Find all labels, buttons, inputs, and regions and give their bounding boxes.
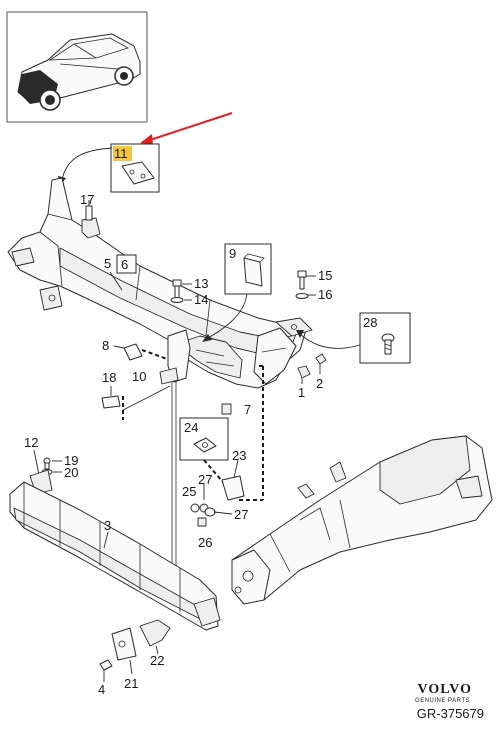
callout-8: 8 — [102, 338, 109, 353]
part-6-box — [116, 254, 137, 274]
callout-9: 9 — [229, 246, 236, 261]
callout-23: 23 — [232, 448, 246, 463]
part-28-leader — [299, 333, 361, 349]
part-23 — [221, 459, 245, 501]
part-8 — [113, 343, 143, 361]
brand-logo: VOLVO — [417, 682, 472, 697]
side-member — [231, 435, 493, 605]
parts-25-27 — [190, 484, 233, 527]
brand-tagline: GENUINE PARTS — [415, 698, 470, 704]
callout-17: 17 — [80, 192, 94, 207]
callout-20: 20 — [64, 465, 78, 480]
callout-5: 5 — [104, 256, 111, 271]
callout-15: 15 — [318, 268, 332, 283]
callout-13: 13 — [194, 276, 208, 291]
callout-24: 24 — [184, 420, 198, 435]
center-bracket — [159, 329, 191, 590]
part-24-box — [179, 417, 229, 461]
callout-25: 25 — [182, 484, 196, 499]
callout-6: 6 — [121, 257, 128, 272]
part-9-box — [224, 243, 272, 295]
callout-16: 16 — [318, 287, 332, 302]
reference-code: GR-375679 — [416, 706, 484, 721]
part-1-2 — [297, 353, 327, 384]
callout-1: 1 — [298, 385, 305, 400]
callout-2: 2 — [316, 376, 323, 391]
callout-19: 19 — [64, 453, 78, 468]
callout-21: 21 — [124, 676, 138, 691]
part-28-box — [359, 312, 411, 364]
part-13-14 — [170, 279, 192, 303]
callout-28: 28 — [363, 315, 377, 330]
callout-3: 3 — [104, 518, 111, 533]
highlight-arrow — [140, 112, 233, 145]
part-18 — [101, 386, 121, 409]
callout-12: 12 — [24, 435, 38, 450]
parts-4-21-22 — [99, 619, 171, 682]
callout-26: 26 — [198, 535, 212, 550]
callout-27-b: 27 — [234, 507, 248, 522]
part-7 — [221, 403, 232, 415]
callout-27-a: 27 — [198, 472, 212, 487]
callout-22: 22 — [150, 653, 164, 668]
callout-4: 4 — [98, 682, 105, 697]
part-17 — [81, 200, 101, 239]
callout-7: 7 — [244, 402, 251, 417]
callout-labels: 11 17 5 6 9 13 14 15 16 28 8 2 1 18 10 7… — [24, 146, 377, 697]
part-15-16 — [295, 270, 316, 299]
part-3-bumper-beam — [9, 481, 221, 631]
callout-10: 10 — [132, 369, 146, 384]
callout-14: 14 — [194, 292, 208, 307]
part-9-leader — [207, 293, 248, 339]
part-11-leader — [61, 147, 113, 181]
vehicle-thumbnail — [6, 11, 148, 123]
callout-18: 18 — [102, 370, 116, 385]
part-11-box — [110, 143, 160, 193]
callout-11: 11 — [114, 146, 128, 161]
